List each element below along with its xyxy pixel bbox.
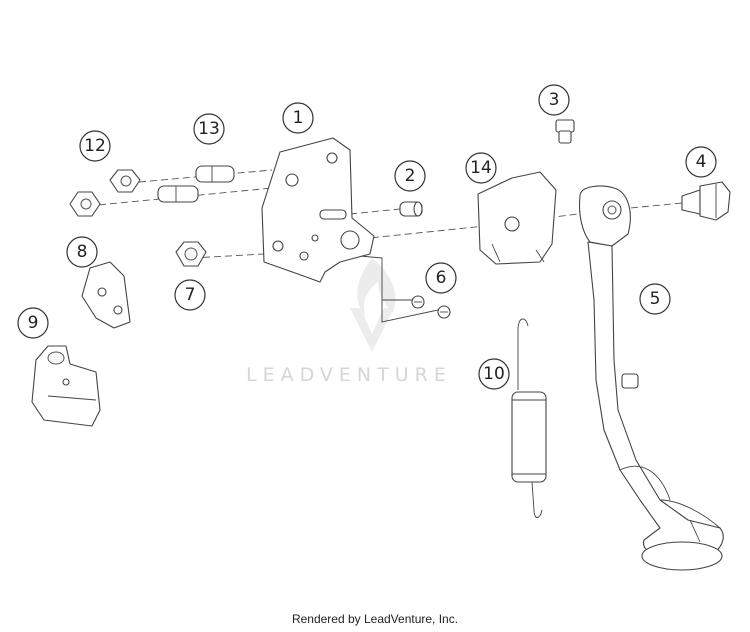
callout-2[interactable]: 2: [394, 160, 426, 192]
callout-9[interactable]: 9: [17, 307, 49, 339]
part-1-bracket-plate: [261, 137, 375, 283]
callout-2-label: 2: [405, 166, 416, 186]
callout-10-label: 10: [483, 364, 505, 384]
part-12-nuts: [69, 169, 141, 217]
callout-14[interactable]: 14: [465, 152, 497, 184]
footer-credit: Rendered by LeadVenture, Inc.: [291, 612, 459, 626]
callout-4-label: 4: [696, 152, 707, 172]
part-5-side-stand: [578, 185, 724, 571]
callout-13[interactable]: 13: [193, 113, 225, 145]
part-6-screws: [411, 295, 451, 319]
part-3-bolt: [555, 119, 575, 144]
callout-8[interactable]: 8: [66, 236, 98, 268]
watermark-logo: [350, 258, 396, 352]
part-10-spring: [511, 318, 547, 518]
callout-3[interactable]: 3: [538, 84, 570, 116]
part-7-nut: [175, 241, 207, 267]
part-2-spacer: [319, 201, 423, 220]
callout-7-label: 7: [185, 285, 196, 305]
callout-5-label: 5: [650, 289, 661, 309]
watermark-text: LEADVENTURE: [246, 364, 452, 386]
callout-12[interactable]: 12: [79, 130, 111, 162]
callout-13-label: 13: [198, 119, 220, 139]
part-14-guard-bracket: [477, 171, 557, 265]
part-8-clamp: [81, 261, 131, 329]
callout-12-label: 12: [84, 136, 106, 156]
callout-5[interactable]: 5: [639, 283, 671, 315]
callout-6-label: 6: [436, 268, 447, 288]
part-13-spacers: [157, 165, 235, 203]
callout-4[interactable]: 4: [685, 146, 717, 178]
callout-6[interactable]: 6: [425, 262, 457, 294]
callout-7[interactable]: 7: [174, 279, 206, 311]
part-9-sensor-bracket: [31, 345, 101, 427]
callout-10[interactable]: 10: [478, 358, 510, 390]
callout-14-label: 14: [470, 158, 492, 178]
callout-9-label: 9: [28, 313, 39, 333]
callout-1-label: 1: [293, 108, 304, 128]
callout-8-label: 8: [77, 242, 88, 262]
callout-1[interactable]: 1: [282, 102, 314, 134]
part-4-pivot-bolt: [681, 181, 731, 221]
callout-3-label: 3: [549, 90, 560, 110]
